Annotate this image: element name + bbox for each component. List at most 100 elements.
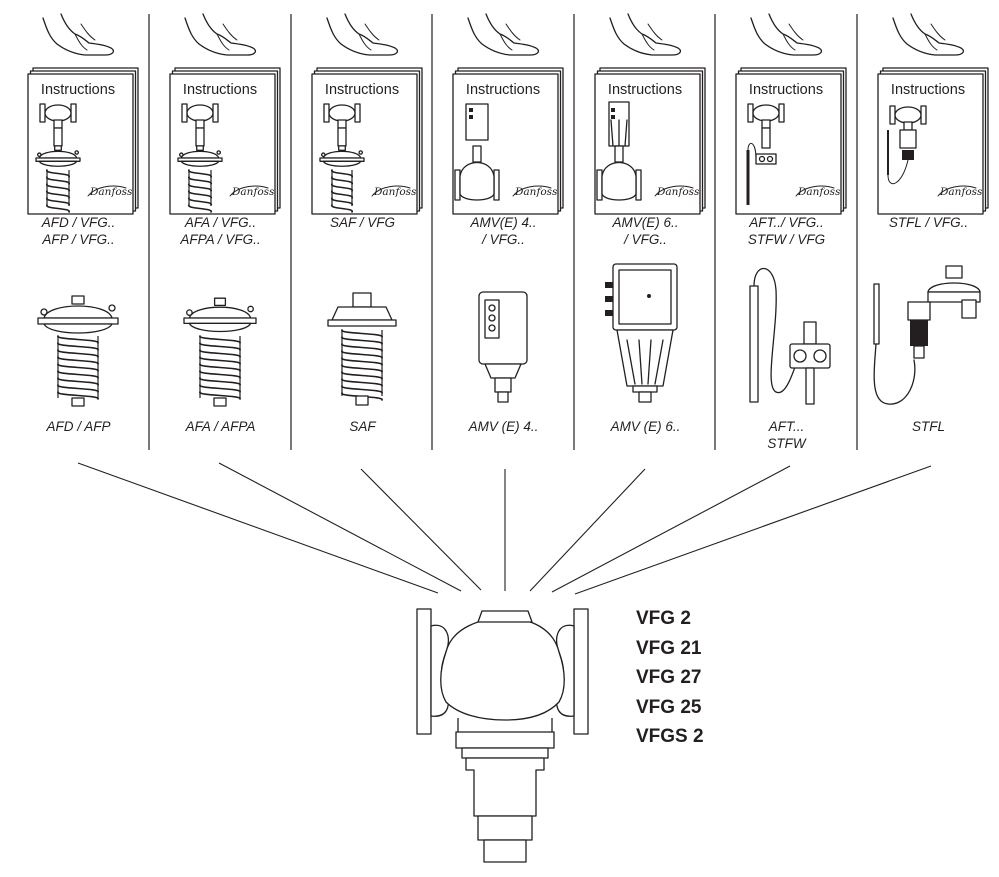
booklet-caption: AMV(E) 6.. / VFG.. bbox=[575, 214, 716, 248]
actuator-yoke bbox=[616, 329, 674, 387]
booklet-caption-line-1: AMV(E) 4.. bbox=[470, 215, 537, 230]
booklet-caption-line-1: AFT../ VFG.. bbox=[749, 215, 824, 230]
booklet-title: Instructions bbox=[890, 82, 966, 98]
product-caption: AMV (E) 4.. bbox=[433, 418, 574, 435]
booklet-caption: AFD / VFG..AFP / VFG.. bbox=[8, 214, 149, 248]
booklet-valve-body bbox=[601, 162, 637, 201]
spring-coil bbox=[57, 335, 99, 400]
actuator-dome bbox=[188, 306, 252, 319]
product-caption-line-1: SAF bbox=[349, 419, 376, 434]
booklet-title: Instructions bbox=[607, 82, 683, 98]
product-caption: AFT... STFW bbox=[716, 418, 857, 452]
booklet-caption: AFA / VFG.. AFPA / VFG.. bbox=[150, 214, 291, 248]
column-art-afa bbox=[169, 13, 281, 407]
spring-coil bbox=[188, 169, 212, 213]
spring-coil bbox=[199, 335, 241, 400]
column-art-stfl bbox=[873, 13, 989, 405]
booklet-caption-line-1: SAF / VFG bbox=[329, 215, 395, 230]
booklet-actuator bbox=[465, 103, 489, 141]
valve-bonnet bbox=[477, 610, 533, 623]
product-caption: AMV (E) 6.. bbox=[575, 418, 716, 435]
brand-logo-text: Danfoss bbox=[940, 186, 983, 198]
booklet-caption-line-1: AMV(E) 6.. bbox=[612, 215, 679, 230]
column-art-amv4 bbox=[452, 13, 564, 403]
valve-model-list: VFG 2 VFG 21 VFG 27 VFG 25 VFGS 2 bbox=[636, 604, 704, 752]
valve-model-vfg-2: VFG 2 bbox=[636, 608, 691, 629]
booklet-title: Instructions bbox=[465, 82, 541, 98]
main-valve-illustration bbox=[416, 608, 589, 863]
booklet-valve-body bbox=[459, 162, 495, 201]
danfoss-logo-mark bbox=[229, 185, 269, 197]
brand-logo-text: Danfoss bbox=[374, 186, 417, 198]
danfoss-logo-mark bbox=[654, 185, 694, 197]
booklet-caption-line-2: / VFG.. bbox=[624, 232, 667, 247]
instruction-booklet bbox=[311, 73, 418, 215]
valve-stem-connector bbox=[483, 839, 527, 863]
danfoss-logo-mark bbox=[937, 185, 977, 197]
instruction-booklet bbox=[735, 73, 842, 215]
product-caption-line-1: AFA / AFPA bbox=[185, 419, 256, 434]
valve-collar bbox=[455, 731, 555, 749]
booklet-caption: STFL / VFG.. bbox=[858, 214, 999, 231]
valve-body bbox=[440, 617, 565, 721]
valve-model-vfg-25: VFG 25 bbox=[636, 696, 702, 718]
product-caption: SAF bbox=[292, 418, 433, 435]
connector-line-6 bbox=[551, 465, 791, 593]
connector-line-2 bbox=[218, 462, 462, 592]
product-caption: AFA / AFPA bbox=[150, 418, 291, 435]
booklet-caption-line-1: STFL / VFG.. bbox=[888, 215, 969, 230]
product-caption-line-2: STFW bbox=[767, 436, 806, 451]
brand-logo-text: Danfoss bbox=[232, 186, 275, 198]
capillary-tube bbox=[873, 343, 916, 405]
connector-line-1 bbox=[77, 462, 439, 594]
booklet-caption-line-2: / VFG.. bbox=[482, 232, 525, 247]
product-caption-line-1: AFT... bbox=[768, 419, 805, 434]
booklet-caption-line-2: AFPA / VFG.. bbox=[180, 232, 261, 247]
booklet-title: Instructions bbox=[182, 82, 258, 98]
valve-flange-right bbox=[573, 608, 589, 735]
column-art-amv6 bbox=[594, 13, 706, 403]
booklet-caption: SAF / VFG bbox=[292, 214, 433, 231]
instruction-booklet bbox=[27, 73, 134, 215]
instruction-booklet bbox=[877, 73, 984, 215]
booklet-title: Instructions bbox=[324, 82, 400, 98]
product-caption-line-1: AFD / AFP bbox=[46, 419, 111, 434]
brand-logo-text: Danfoss bbox=[90, 186, 133, 198]
booklet-caption: AFT../ VFG.. STFW / VFG bbox=[716, 214, 857, 248]
booklet-caption-line-2: AFP / VFG.. bbox=[42, 232, 115, 247]
product-caption: STFL bbox=[858, 418, 999, 435]
brand-logo-text: Danfoss bbox=[657, 186, 700, 198]
product-caption-line-1: AMV (E) 4.. bbox=[468, 419, 539, 434]
spring-coil bbox=[46, 169, 70, 213]
actuator-dome bbox=[43, 305, 113, 319]
danfoss-logo-mark bbox=[371, 185, 411, 197]
booklet-title: Instructions bbox=[748, 82, 824, 98]
valve-lower-housing bbox=[465, 757, 545, 817]
capillary-tube bbox=[753, 267, 802, 393]
valve-model-vfg-21: VFG 21 bbox=[636, 637, 702, 659]
column-art-aft bbox=[735, 13, 847, 405]
product-caption: AFD / AFP bbox=[8, 418, 149, 435]
product-caption-line-1: STFL bbox=[911, 419, 945, 434]
brand-logo-text: Danfoss bbox=[798, 186, 841, 198]
booklet-caption-line-1: AFA / VFG.. bbox=[184, 215, 257, 230]
spring-coil bbox=[341, 329, 383, 401]
danfoss-logo-mark bbox=[87, 185, 127, 197]
connector-line-7 bbox=[574, 465, 932, 595]
booklet-caption-line-2: STFW / VFG bbox=[747, 232, 826, 247]
booklet-caption: AMV(E) 4.. / VFG.. bbox=[433, 214, 574, 248]
valve-flange-left bbox=[416, 608, 432, 735]
thermostat-body bbox=[910, 320, 928, 346]
product-caption-line-1: AMV (E) 6.. bbox=[610, 419, 681, 434]
spring-coil bbox=[331, 169, 353, 213]
valve-model-vfgs-2: VFGS 2 bbox=[636, 726, 704, 747]
